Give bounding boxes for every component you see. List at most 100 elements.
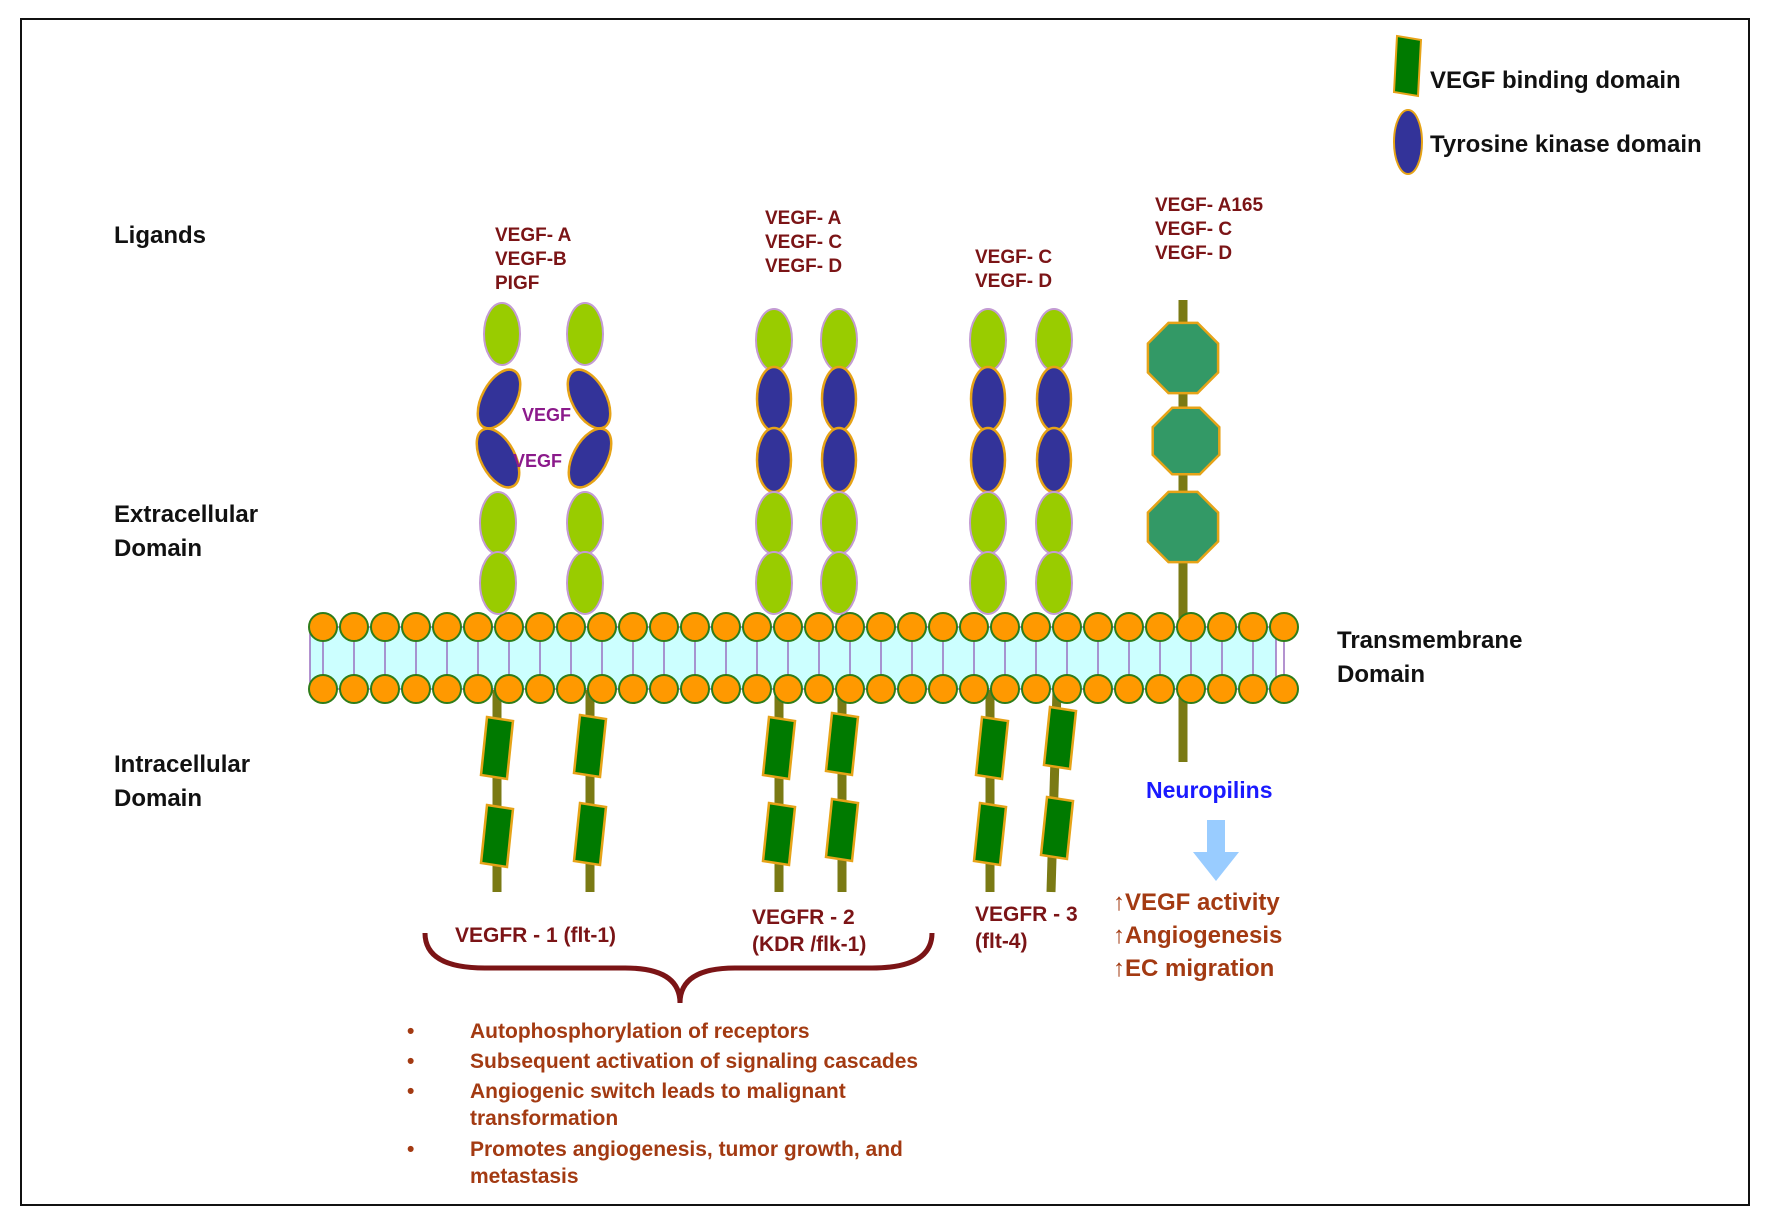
bullet-text: metastasis bbox=[470, 1165, 579, 1188]
intracellular-domains bbox=[479, 705, 1078, 869]
legend-binding-label: VEGF binding domain bbox=[1430, 67, 1681, 94]
extracellular-label-line1: Extracellular bbox=[114, 501, 258, 528]
kinase-domain bbox=[566, 368, 612, 430]
binding-domain bbox=[572, 713, 608, 779]
intracellular-label-line2: Domain bbox=[114, 785, 202, 812]
ligand-text: VEGF- C bbox=[1155, 219, 1232, 240]
lipid-head bbox=[308, 674, 338, 704]
vegf-ligand-label: VEGF bbox=[522, 405, 571, 425]
lipid-head bbox=[1052, 674, 1082, 704]
binding-domain bbox=[974, 715, 1010, 781]
ig-like-domain bbox=[969, 491, 1007, 555]
lipid-head bbox=[711, 612, 741, 642]
lipid-head bbox=[494, 674, 524, 704]
kinase-domain bbox=[755, 426, 793, 494]
lipid-head bbox=[928, 674, 958, 704]
down-arrow-icon bbox=[1193, 820, 1239, 881]
lipid-head bbox=[773, 612, 803, 642]
lipid-head bbox=[463, 674, 493, 704]
cell-membrane bbox=[308, 612, 1299, 704]
lipid-head bbox=[1052, 612, 1082, 642]
neuropilin-effects: ↑VEGF activity ↑Angiogenesis ↑EC migrati… bbox=[1113, 889, 1282, 982]
kinase-domain bbox=[475, 427, 521, 489]
bullet-text: transformation bbox=[470, 1107, 618, 1130]
lipid-head bbox=[618, 612, 648, 642]
lipid-head bbox=[680, 612, 710, 642]
ig-like-domain bbox=[566, 491, 604, 555]
vegfr2-name-line2: (KDR /flk-1) bbox=[752, 933, 866, 956]
lipid-head bbox=[1207, 674, 1237, 704]
lipid-head bbox=[1238, 674, 1268, 704]
lipid-head bbox=[1083, 674, 1113, 704]
binding-domain bbox=[1042, 705, 1078, 771]
lipid-head bbox=[401, 612, 431, 642]
lipid-head bbox=[1238, 612, 1268, 642]
lipid-head bbox=[525, 612, 555, 642]
neuropilins-label: Neuropilins bbox=[1146, 777, 1273, 803]
bullet-text: Subsequent activation of signaling casca… bbox=[470, 1050, 918, 1073]
ligand-text: VEGF- A bbox=[765, 208, 842, 229]
ig-like-domain bbox=[820, 551, 858, 615]
bullet-text: Promotes angiogenesis, tumor growth, and bbox=[470, 1138, 903, 1161]
ig-like-domain bbox=[820, 491, 858, 555]
lipid-head bbox=[959, 674, 989, 704]
lipid-head bbox=[1269, 674, 1299, 704]
ligand-text: VEGF- C bbox=[765, 232, 842, 253]
lipid-head bbox=[556, 612, 586, 642]
legend-binding-domain-swatch bbox=[1392, 34, 1423, 98]
kinase-domain bbox=[567, 427, 613, 489]
lipid-head bbox=[1145, 612, 1175, 642]
bullet-dot: • bbox=[407, 1020, 414, 1043]
binding-domain bbox=[824, 711, 860, 777]
ig-like-domain bbox=[566, 551, 604, 615]
lipid-head bbox=[432, 612, 462, 642]
bullet-dot: • bbox=[407, 1050, 414, 1073]
lipid-head bbox=[742, 612, 772, 642]
kinase-domain bbox=[820, 365, 858, 433]
lipid-head bbox=[1207, 612, 1237, 642]
ligand-text: VEGF- C bbox=[975, 247, 1052, 268]
lipid-head bbox=[587, 674, 617, 704]
effect-text: ↑VEGF activity bbox=[1113, 889, 1280, 916]
neuropilin-domain bbox=[1146, 490, 1220, 564]
lipid-head bbox=[1021, 612, 1051, 642]
kinase-domain bbox=[820, 426, 858, 494]
ligand-text: VEGF- A165 bbox=[1155, 195, 1263, 216]
lipid-head bbox=[1176, 612, 1206, 642]
binding-domain bbox=[479, 715, 515, 781]
legend-kinase-domain-swatch bbox=[1393, 109, 1423, 175]
lipid-head bbox=[401, 674, 431, 704]
ig-like-domain bbox=[755, 551, 793, 615]
bullet-text: Angiogenic switch leads to malignant bbox=[470, 1080, 846, 1103]
vegfr3-ligands: VEGF- C VEGF- D bbox=[975, 247, 1052, 292]
ig-like-domain bbox=[1035, 308, 1073, 372]
lipid-head bbox=[463, 612, 493, 642]
lipid-head bbox=[804, 674, 834, 704]
lipid-head bbox=[1176, 674, 1206, 704]
lipid-head bbox=[1269, 612, 1299, 642]
lipid-head bbox=[804, 612, 834, 642]
ligand-text: VEGF- D bbox=[765, 256, 842, 277]
lipid-head bbox=[339, 674, 369, 704]
vegfr3-name-line1: VEGFR - 3 bbox=[975, 903, 1078, 926]
lipid-head bbox=[1083, 612, 1113, 642]
lipid-head bbox=[835, 674, 865, 704]
lipid-head bbox=[618, 674, 648, 704]
effect-text: ↑EC migration bbox=[1113, 955, 1274, 982]
lipid-head bbox=[990, 612, 1020, 642]
ligands-label: Ligands bbox=[114, 222, 206, 249]
vegfr1-name: VEGFR - 1 (flt-1) bbox=[455, 924, 616, 947]
binding-domain bbox=[761, 801, 797, 867]
lipid-head bbox=[432, 674, 462, 704]
ig-like-domain bbox=[479, 551, 517, 615]
lipid-head bbox=[494, 612, 524, 642]
ig-like-domain bbox=[566, 302, 604, 366]
lipid-head bbox=[1145, 674, 1175, 704]
lipid-head bbox=[990, 674, 1020, 704]
lipid-head bbox=[835, 612, 865, 642]
lipid-head bbox=[711, 674, 741, 704]
vegf-ligand-label: VEGF bbox=[513, 451, 562, 471]
neuropilin-domain bbox=[1151, 406, 1221, 476]
kinase-domain bbox=[969, 365, 1007, 433]
